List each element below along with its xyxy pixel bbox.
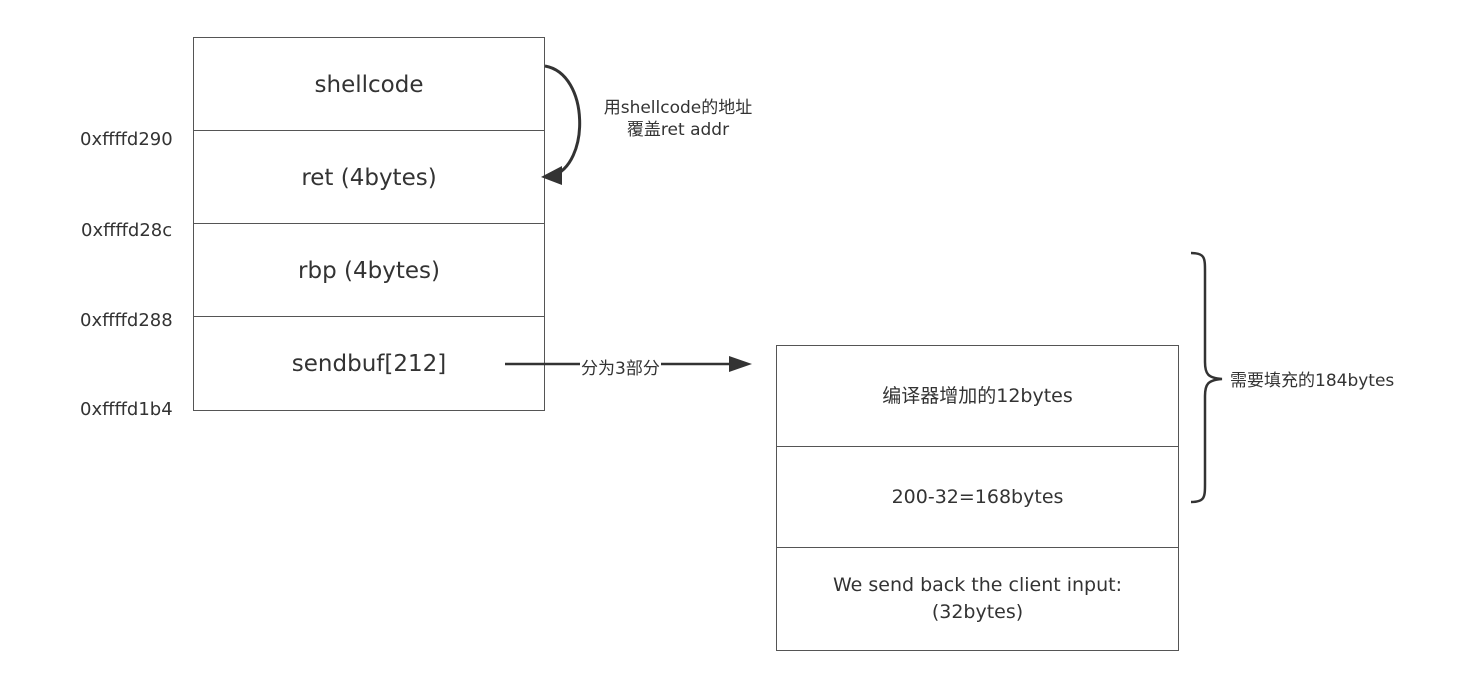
padding-brace-icon xyxy=(1190,251,1223,504)
sendbuf-part-label: 编译器增加的12bytes xyxy=(882,385,1073,407)
stack-frame-box: shellcode ret (4bytes) rbp (4bytes) send… xyxy=(193,37,545,411)
stack-cell-label: shellcode xyxy=(314,71,424,98)
sendbuf-part-compiler-padding: 编译器增加的12bytes xyxy=(777,346,1178,447)
stack-cell-shellcode: shellcode xyxy=(194,38,544,131)
padding-brace-label: 需要填充的184bytes xyxy=(1230,371,1395,391)
split-arrowhead-icon xyxy=(729,356,752,372)
stack-cell-label: rbp (4bytes) xyxy=(298,257,440,284)
address-label: 0xffffd288 xyxy=(80,310,173,331)
address-label: 0xffffd290 xyxy=(80,129,173,150)
split-arrow-label: 分为3部分 xyxy=(580,354,661,379)
stack-cell-rbp: rbp (4bytes) xyxy=(194,223,544,317)
sendbuf-part-label: 200-32=168bytes xyxy=(891,486,1064,508)
stack-cell-label: sendbuf[212] xyxy=(291,350,447,377)
overwrite-note-line1: 用shellcode的地址 xyxy=(603,98,753,118)
sendbuf-part-buffer: 200-32=168bytes xyxy=(777,446,1178,548)
overwrite-curved-arrow xyxy=(544,64,582,178)
sendbuf-part-label: We send back the client input: (32bytes) xyxy=(832,574,1123,623)
stack-cell-label: ret (4bytes) xyxy=(301,164,437,191)
overwrite-arrowhead-icon xyxy=(541,166,562,185)
overwrite-note-line2: 覆盖ret addr xyxy=(626,120,730,140)
stack-cell-sendbuf: sendbuf[212] xyxy=(194,316,544,410)
address-label: 0xffffd28c xyxy=(81,220,173,241)
sendbuf-part-client-input: We send back the client input: (32bytes) xyxy=(777,547,1178,650)
overwrite-note: 用shellcode的地址 覆盖ret addr xyxy=(588,97,768,141)
sendbuf-parts-box: 编译器增加的12bytes 200-32=168bytes We send ba… xyxy=(776,345,1179,651)
address-label: 0xffffd1b4 xyxy=(80,399,173,420)
stack-cell-ret: ret (4bytes) xyxy=(194,130,544,224)
